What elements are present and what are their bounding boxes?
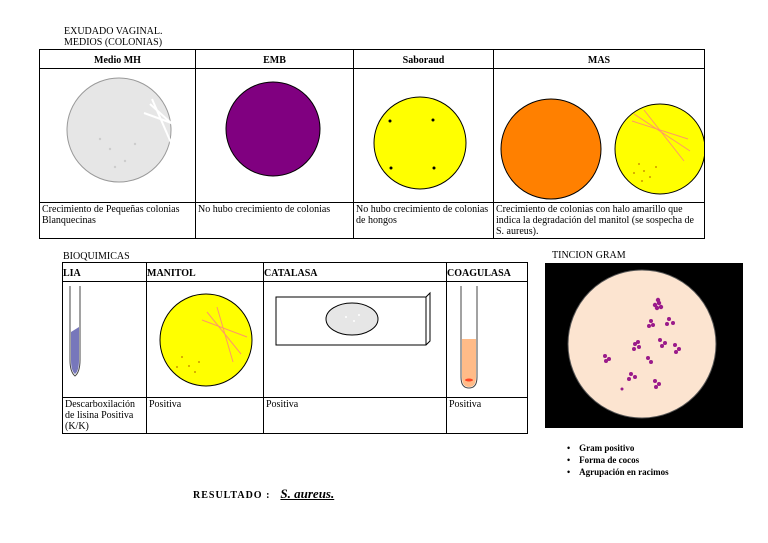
coagulasa-cell — [446, 281, 528, 398]
media-header-mas: MAS — [493, 49, 705, 69]
mas-description: Crecimiento de colonias con halo amarill… — [493, 202, 705, 239]
gram-image — [545, 263, 743, 428]
lia-result: Descarboxilación de lisina Positiva (K/K… — [62, 397, 147, 434]
catalasa-slide-icon — [275, 291, 431, 346]
lia-header: LIA — [62, 262, 147, 282]
coagulasa-header: COAGULASA — [446, 262, 528, 282]
mh-cell — [39, 68, 196, 203]
manitol-header: MANITOL — [146, 262, 264, 282]
gram-bullet-3: • Agrupación en racimos — [567, 467, 669, 477]
bioquimicas-title: BIOQUIMICAS — [63, 251, 130, 262]
coagulasa-result: Positiva — [446, 397, 528, 434]
manitol-plate-icon — [159, 293, 253, 387]
catalasa-header: CATALASA — [263, 262, 447, 282]
bioquimicas-table: LIA MANITOL CATALASA COAGULASA — [62, 262, 528, 434]
emb-description: No hubo crecimiento de colonias — [195, 202, 354, 239]
resultado-line: RESULTADO : S. aureus. — [193, 485, 334, 503]
media-header-saboraud: Saboraud — [353, 49, 494, 69]
emb-plate-icon — [225, 81, 321, 177]
mh-plate-icon — [66, 77, 181, 183]
gram-title: TINCION GRAM — [552, 250, 626, 261]
saboraud-description: No hubo crecimiento de colonias de hongo… — [353, 202, 494, 239]
media-table: Medio MH EMB Saboraud MAS — [39, 49, 705, 239]
catalasa-result: Positiva — [263, 397, 447, 434]
gram-cocci-icon — [567, 269, 717, 419]
media-header-mh: Medio MH — [39, 49, 196, 69]
saboraud-plate-icon — [373, 96, 467, 190]
resultado-label: RESULTADO : — [193, 490, 271, 501]
gram-bullet-1: • Gram positivo — [567, 443, 635, 453]
coagulasa-tube-icon — [460, 286, 478, 389]
saboraud-cell — [353, 68, 494, 203]
catalasa-cell — [263, 281, 447, 398]
emb-cell — [195, 68, 354, 203]
manitol-result: Positiva — [146, 397, 264, 434]
lia-cell — [62, 281, 147, 398]
lia-tube-icon — [69, 286, 81, 377]
mas-plates-icon — [500, 98, 704, 200]
gram-bullet-2: • Forma de cocos — [567, 455, 640, 465]
resultado-value: S. aureus. — [280, 486, 335, 501]
header-line-2: MEDIOS (COLONIAS) — [64, 37, 163, 48]
manitol-cell — [146, 281, 264, 398]
media-header-emb: EMB — [195, 49, 354, 69]
mh-description: Crecimiento de Pequeñas colonias Blanque… — [39, 202, 196, 239]
header-line-1: EXUDADO VAGINAL. — [64, 26, 163, 37]
gram-bullets: • Gram positivo • Forma de cocos • Agrup… — [567, 442, 669, 478]
mas-cell — [493, 68, 705, 203]
